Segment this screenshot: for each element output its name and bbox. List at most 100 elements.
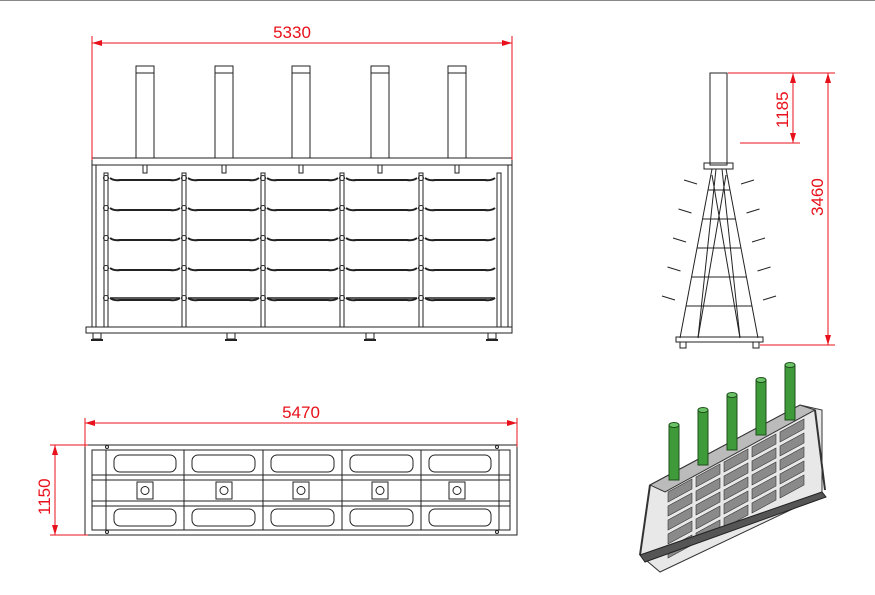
clip [339, 265, 345, 271]
brace [697, 174, 727, 339]
divider-post [260, 172, 266, 328]
iso-bin [751, 475, 777, 500]
bin-top [270, 454, 335, 473]
bin-top [113, 508, 177, 527]
corner-foot [495, 445, 499, 449]
iso-post-cap [784, 362, 796, 368]
shelf-lip [187, 297, 260, 302]
clip [260, 175, 266, 181]
iso-bin [723, 476, 749, 501]
iso-bin [751, 461, 777, 486]
side-height-dimensions: 1185 3460 [728, 72, 835, 346]
hanger [221, 164, 227, 174]
shelf-lip [345, 267, 418, 272]
foot [365, 332, 375, 340]
post-hole [375, 486, 385, 495]
total-height-label: 3460 [808, 178, 827, 216]
clip [418, 265, 424, 271]
clip [103, 205, 109, 211]
shelf-lip [424, 267, 496, 272]
post [447, 65, 467, 159]
iso-bin [667, 520, 693, 545]
shelf-lip [424, 297, 496, 302]
hook-right [740, 179, 755, 185]
divider-post [418, 172, 424, 328]
shelf-lip [187, 267, 260, 272]
iso-post [668, 424, 680, 481]
top-depth-label: 1150 [35, 478, 54, 515]
top-view [84, 444, 518, 536]
iso-bin [751, 489, 777, 514]
post [135, 65, 155, 159]
iso-bin [779, 418, 805, 443]
hook-right [762, 295, 777, 301]
side-foot [679, 341, 687, 349]
post [370, 65, 390, 159]
post-plate [292, 481, 310, 500]
right-upright [507, 164, 513, 328]
clip [260, 205, 266, 211]
iso-bin [723, 504, 749, 529]
iso-post [755, 379, 767, 436]
shelf-lip [109, 177, 181, 182]
clip [418, 235, 424, 241]
clip [418, 175, 424, 181]
divider-post [339, 172, 345, 328]
iso-bin [695, 491, 721, 516]
isometric-view [639, 362, 827, 573]
iso-post [784, 364, 796, 421]
side-top [703, 162, 734, 170]
shelf-lip [187, 237, 260, 242]
bin-top [428, 454, 492, 473]
hook-left [672, 237, 687, 243]
shelf-lip [266, 237, 339, 242]
clip [181, 235, 187, 241]
shelf-lip [109, 207, 181, 212]
foot [487, 332, 497, 340]
divider-post [103, 172, 109, 328]
iso-bin [667, 492, 693, 517]
bin-top [113, 454, 177, 473]
front-view [85, 65, 513, 341]
side-base [675, 336, 764, 343]
top-inner [91, 449, 511, 531]
iso-post-cap [755, 377, 767, 383]
iso-post [726, 394, 738, 451]
clip [339, 235, 345, 241]
shelf-lip [266, 177, 339, 182]
post-plate [136, 481, 154, 500]
post-hole [219, 486, 229, 495]
clip [339, 295, 345, 301]
shelf-lip [187, 207, 260, 212]
hook-left [661, 295, 676, 301]
clip [103, 265, 109, 271]
bin-top [191, 454, 256, 473]
shelf-lip [187, 177, 260, 182]
iso-bin [779, 432, 805, 457]
iso-base [639, 491, 827, 563]
post-hole [296, 486, 306, 495]
post-height-label: 1185 [773, 91, 792, 128]
iso-bin [751, 433, 777, 458]
shelf-lip [424, 207, 496, 212]
post-plate [371, 481, 389, 500]
top-dimensions: 5470 1150 [35, 403, 518, 536]
corner-foot [105, 445, 109, 449]
iso-bin [667, 478, 693, 503]
clip [103, 295, 109, 301]
clip [260, 235, 266, 241]
shelf-lip [109, 237, 181, 242]
front-width-dimension: 5330 [91, 23, 513, 160]
shelf-lip [345, 297, 418, 302]
hook-left [667, 266, 681, 272]
iso-bin [779, 460, 805, 485]
a-frame [679, 168, 759, 339]
corner-foot [495, 530, 499, 534]
clip [103, 235, 109, 241]
clip [418, 295, 424, 301]
brace [711, 174, 741, 339]
iso-bin [695, 463, 721, 488]
front-width-label: 5330 [273, 23, 311, 42]
shelf-lip [424, 177, 496, 182]
